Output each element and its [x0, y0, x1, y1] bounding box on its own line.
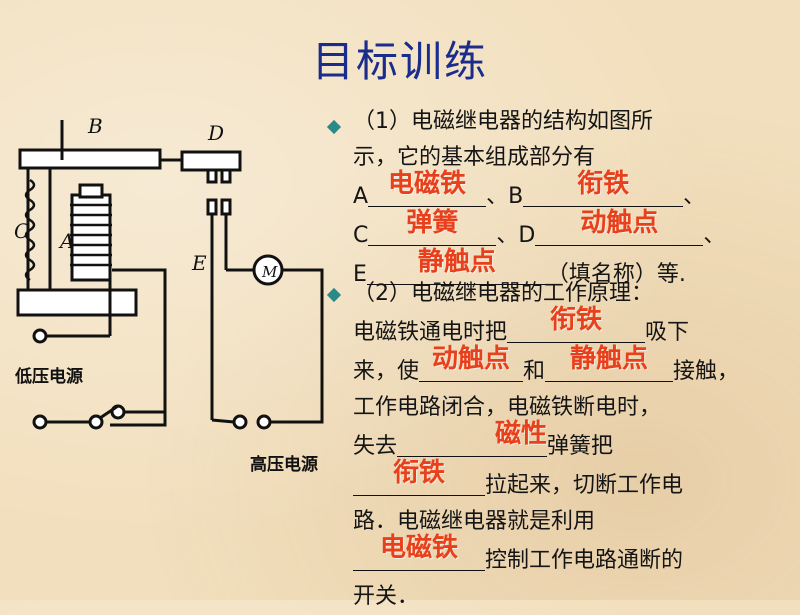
q1-line-1: （1）电磁继电器的结构如图所	[353, 109, 653, 134]
relay-circuit-diagram: B D C A E M 低压电源 高压电源	[14, 114, 324, 475]
answer-blank-electromagnet: 电磁铁	[353, 533, 485, 571]
q2-line-8: 电磁铁控制工作电路通断的	[353, 533, 783, 579]
answer-blank-static-contact: 静触点	[545, 344, 674, 382]
q2-line-3: 来，使动触点和静触点接触，	[353, 344, 783, 390]
answer-blank-magnetism: 磁性	[397, 419, 548, 457]
label-b: B	[87, 114, 103, 138]
spring-coil	[24, 178, 36, 282]
label-d: D	[207, 121, 224, 145]
label-a: A	[58, 229, 74, 253]
armature-bar	[18, 148, 162, 170]
electromagnet-windings	[70, 203, 112, 267]
answer-blank-b: 衔铁	[523, 169, 684, 207]
answer-c: 弹簧	[406, 208, 459, 238]
q2-line-9: 开关．	[353, 584, 420, 609]
electromagnet	[70, 193, 112, 282]
answer-blank-e: 静触点	[366, 247, 547, 285]
answer-armature: 衔铁	[550, 305, 603, 335]
low-voltage-label: 低压电源	[14, 366, 83, 387]
answer-e: 静触点	[417, 247, 496, 277]
answer-b: 衔铁	[577, 169, 630, 199]
slide-title: 目标训练	[311, 37, 488, 86]
q2-line-2: 电磁铁通电时把衔铁吸下	[353, 305, 783, 351]
answer-armature-2: 衔铁	[392, 458, 445, 488]
answer-moving-contact: 动触点	[432, 344, 511, 374]
answer-blank-a: 电磁铁	[368, 169, 487, 207]
answer-static-contact: 静触点	[570, 344, 649, 374]
q1-line-2: 示，它的基本组成部分有	[353, 145, 596, 170]
label-m: M	[261, 263, 278, 281]
answer-blank-d: 动触点	[535, 208, 704, 246]
q2-line-1: （2）电磁继电器的工作原理：	[353, 281, 653, 306]
q2-line-6: 衔铁拉起来，切断工作电	[353, 458, 783, 504]
answer-blank-c: 弹簧	[368, 208, 497, 246]
q2-line-7: 路．电磁继电器就是利用	[353, 509, 596, 534]
label-e: E	[191, 251, 207, 275]
answer-a: 电磁铁	[388, 169, 467, 199]
q2-line-5: 失去磁性弹簧把	[353, 419, 783, 465]
answer-magnetism: 磁性	[495, 419, 548, 449]
answer-blank-armature-2: 衔铁	[353, 458, 485, 496]
label-c: C	[14, 219, 29, 243]
answer-d: 动触点	[580, 208, 659, 238]
answer-blank-moving-contact: 动触点	[419, 344, 524, 382]
relay-base	[16, 288, 138, 317]
moving-contact-d	[180, 150, 242, 172]
answer-electromagnet: 电磁铁	[379, 533, 458, 563]
question-2: （2）电磁继电器的工作原理： 电磁铁通电时把衔铁吸下 来，使动触点和静触点接触，…	[353, 276, 783, 615]
high-voltage-label: 高压电源	[250, 454, 318, 475]
answer-blank-armature: 衔铁	[507, 305, 646, 343]
q2-line-4: 工作电路闭合，电磁铁断电时，	[353, 395, 662, 420]
